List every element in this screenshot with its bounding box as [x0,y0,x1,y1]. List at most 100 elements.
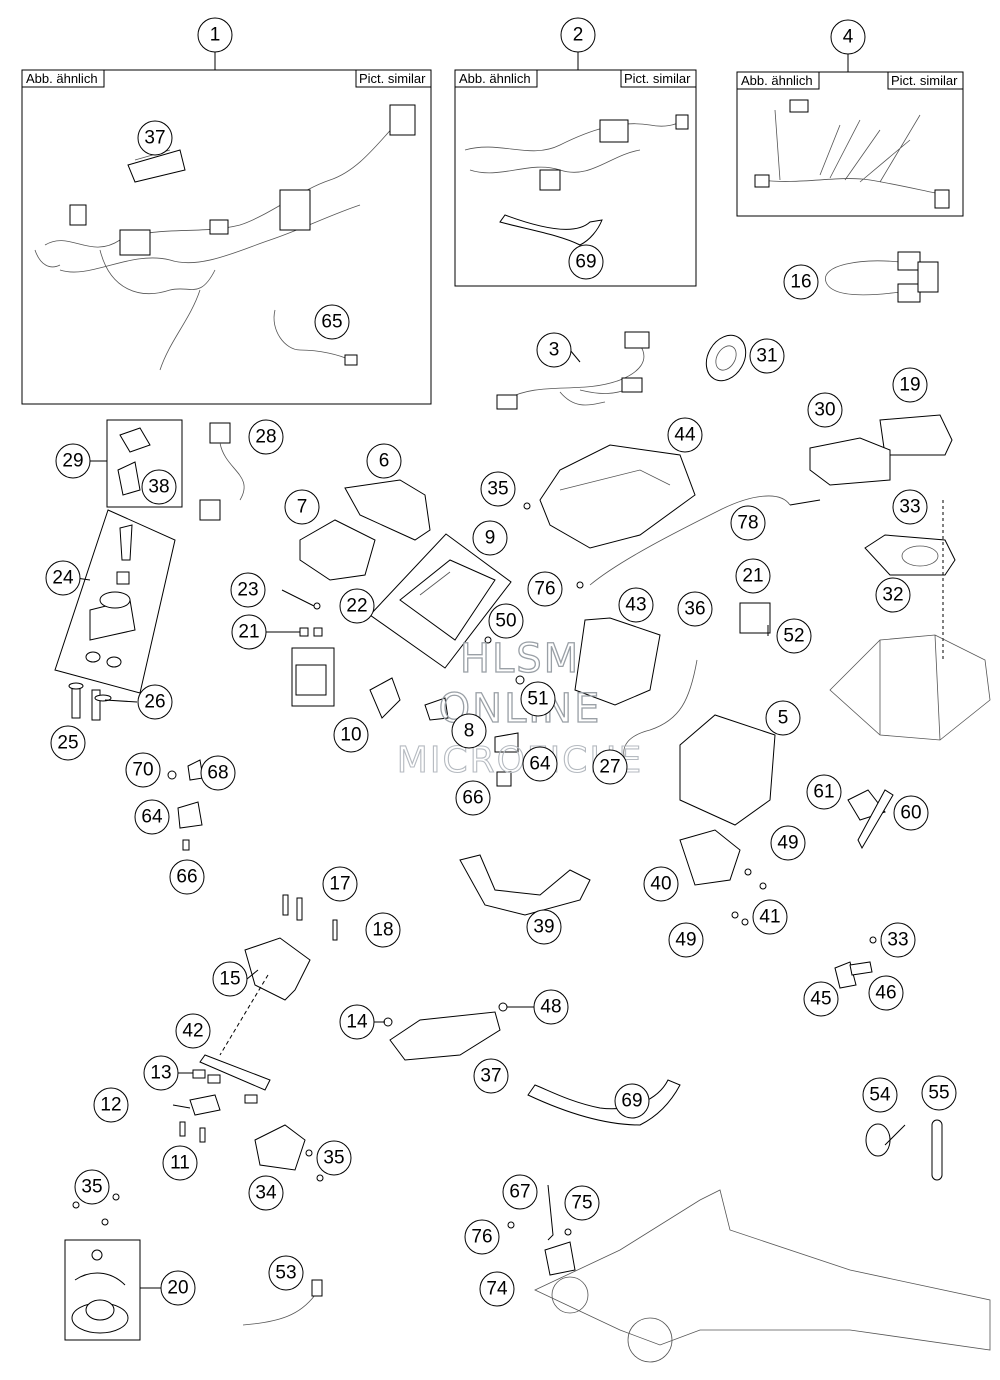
screws-25-26 [68,682,112,721]
sensor-31 [705,334,747,382]
callout-c8: 8 [451,713,487,749]
nut-48 [498,1002,508,1012]
callout-label: 45 [810,989,831,1010]
callout-label: 19 [899,375,920,396]
box-fuse-box [369,533,512,669]
callout-c14: 14 [339,1004,375,1040]
callout-c37a: 37 [137,120,173,156]
callout-label: 38 [148,477,169,498]
callout-label: 14 [346,1012,368,1033]
guard-69-bottom [527,1079,681,1126]
callout-label: 33 [899,497,920,518]
callout-c35a: 35 [480,471,516,507]
callout-c33a: 33 [892,489,928,525]
callout-c5: 5 [765,700,801,736]
callout-label: 67 [509,1182,530,1203]
callout-label: 17 [329,874,350,895]
swingarm-drawing [534,1189,991,1363]
callout-label: 54 [869,1085,891,1106]
callout-label: 35 [487,479,508,500]
callout-label: 41 [759,907,780,928]
callout-c22: 22 [339,588,375,624]
callout-c27: 27 [592,749,628,785]
bracket-8 [424,697,449,721]
callout-label: 53 [275,1263,296,1284]
callout-label: 2 [573,25,584,46]
callout-c41: 41 [752,899,788,935]
box2-right-label: Pict. similar [624,71,691,86]
callout-label: 22 [346,596,367,617]
callout-c16: 16 [783,264,819,300]
fuse-23 [313,602,321,610]
callout-c46: 46 [868,975,904,1011]
callout-c49b: 49 [668,922,704,958]
ecu-cover-19 [879,414,953,456]
callout-label: 40 [650,874,671,895]
callout-c31: 31 [749,338,785,374]
fuse-box-9 [399,559,496,641]
callout-c15: 15 [212,961,248,997]
sensor-67 [547,1184,554,1241]
callout-c51: 51 [520,681,556,717]
callout-label: 35 [323,1148,344,1169]
callout-c78: 78 [730,505,766,541]
callout-c65: 65 [314,304,350,340]
box-ignition-parts [106,419,183,508]
callout-c29: 29 [55,443,91,479]
screw-35a [523,502,531,510]
callout-label: 48 [540,997,561,1018]
grommet-13a [192,1069,206,1079]
callout-label: 30 [814,400,835,421]
grommet-13b [207,1074,221,1084]
frame-rear-drawing [829,634,991,741]
callout-c1: 1 [197,17,233,53]
callout-label: 31 [756,346,777,367]
callout-c55: 55 [921,1075,957,1111]
callout-label: 74 [486,1279,508,1300]
callout-label: 13 [150,1063,171,1084]
callout-label: 23 [237,580,258,601]
screw-18 [332,919,338,941]
callout-label: 26 [144,692,165,713]
screw-35c1 [72,1201,80,1209]
callout-c42: 42 [175,1013,211,1049]
callout-c21a: 21 [735,558,771,594]
callout-label: 1 [210,25,221,46]
callout-label: 6 [379,451,390,472]
screw-70 [167,770,177,780]
callout-c2: 2 [560,17,596,53]
box1-left-label: Abb. ähnlich [26,71,98,86]
fuse-21b [313,627,323,637]
cable-28 [199,422,245,521]
callout-label: 69 [575,252,596,273]
callout-c35b: 35 [316,1140,352,1176]
callout-label: 18 [372,920,393,941]
callout-label: 60 [900,803,921,824]
callout-c64a: 64 [522,746,558,782]
ecu-30 [809,437,891,486]
callout-c43: 43 [618,587,654,623]
main-wiring-harness-drawing [34,104,416,371]
box4-right-label: Pict. similar [891,73,958,88]
leader-lines [75,52,849,1289]
callout-label: 4 [843,27,854,48]
callout-label: 7 [297,497,308,518]
callout-label: 52 [783,626,804,647]
callout-c66a: 66 [455,780,491,816]
screw-76a [576,581,584,589]
ecu-cover-6 [344,479,431,541]
watermark: HLSM ONLINE MICROFICHE [396,635,642,781]
screw-17b [296,897,303,921]
callout-c23: 23 [230,572,266,608]
box-main-harness: Abb. ähnlich Pict. similar [21,69,432,405]
screw-17a [282,894,289,916]
callout-c76a: 76 [527,571,563,607]
callout-c60: 60 [893,795,929,831]
callout-c61: 61 [806,774,842,810]
relay-10 [295,664,327,696]
callout-label: 43 [625,595,646,616]
callout-c35c: 35 [74,1169,110,1205]
callout-label: 11 [170,1153,190,1174]
box4-left-label: Abb. ähnlich [741,73,813,88]
callout-label: 78 [737,513,758,534]
